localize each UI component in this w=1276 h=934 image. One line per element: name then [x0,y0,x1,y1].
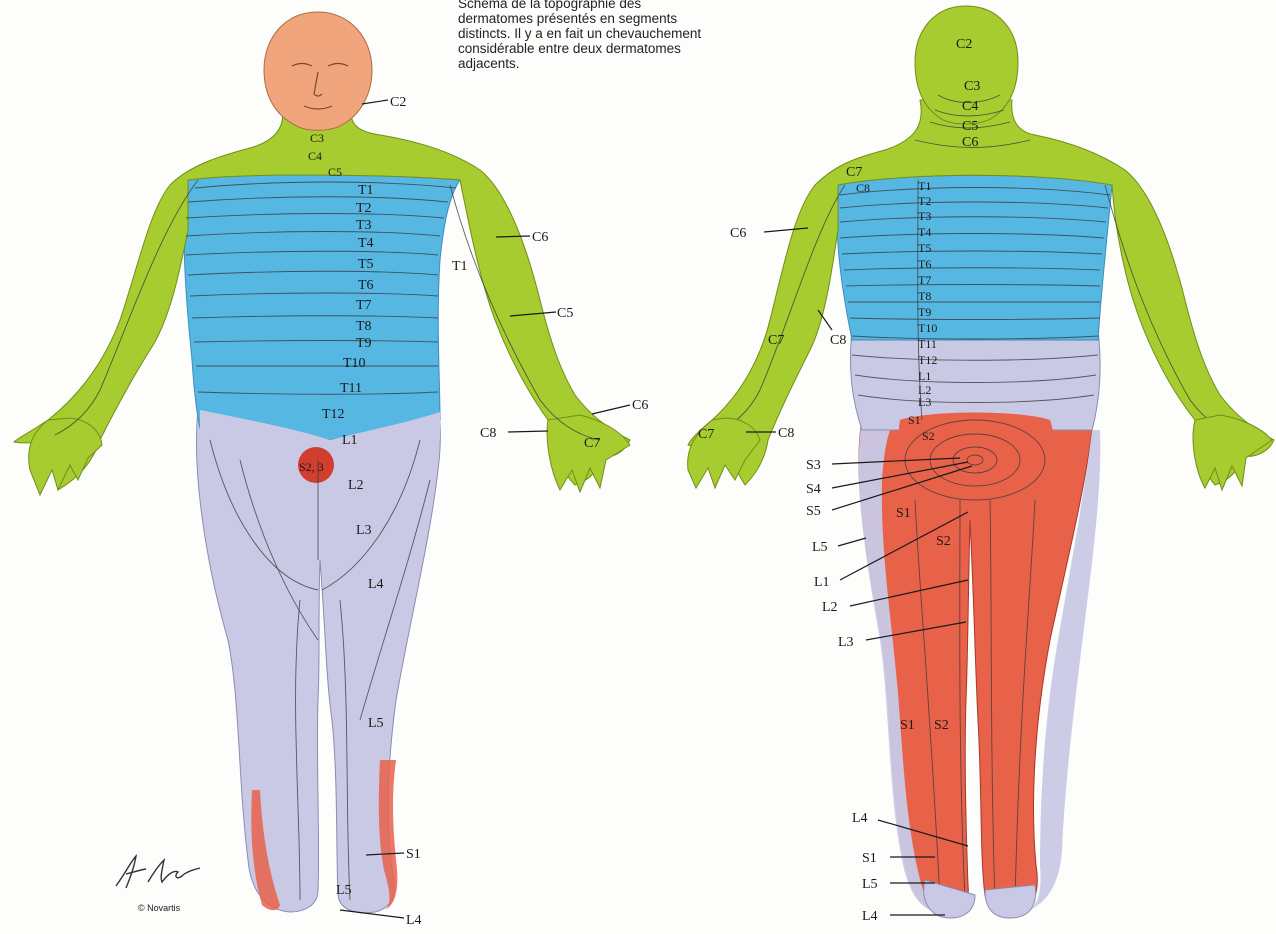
label-front-l1: L1 [342,433,358,448]
label-back-s5: S5 [806,504,821,519]
label-back-c6-arm: C6 [730,226,746,241]
label-front-c6-arm: C6 [532,230,548,245]
back-sacrum [898,413,1055,503]
label-back-l3-side: L3 [838,635,854,650]
label-back-t2: T2 [918,194,931,208]
label-back-l1-side: L1 [814,575,830,590]
front-head [264,12,372,130]
label-back-s2: S2 [922,429,935,443]
caption-line-1: Schéma de la topographie des [458,0,878,11]
label-back-t7: T7 [918,273,931,287]
label-back-t3: T3 [918,209,931,223]
label-front-t4: T4 [358,236,374,251]
label-back-s2-glut: S2 [936,534,951,549]
front-thorax [184,175,460,440]
label-front-c7: C7 [584,436,600,451]
label-front-t9: T9 [356,336,372,351]
copyright-notice: © Novartis [138,903,180,913]
label-back-c7-arm: C7 [768,333,784,348]
label-front-t12: T12 [322,407,345,422]
label-back-l5-side: L5 [812,540,828,555]
label-front-c2: C2 [390,95,406,110]
label-front-c5: C5 [328,165,342,179]
label-back-s4: S4 [806,482,821,497]
label-front-s1: S1 [406,847,421,862]
caption-line-3: distincts. Il y a en fait un chevaucheme… [458,26,878,41]
label-back-c8-arm: C8 [830,333,846,348]
artist-signature [112,852,204,892]
caption-line-4: considérable entre deux dermatomes [458,41,878,56]
label-front-t2: T2 [356,201,372,216]
label-back-t9: T9 [918,305,931,319]
label-front-l4: L4 [368,577,384,592]
label-back-s1: S1 [908,413,921,427]
label-front-l5: L5 [368,716,384,731]
label-back-c8: C8 [856,181,870,195]
label-back-t6: T6 [918,257,931,271]
label-back-s3: S3 [806,458,821,473]
caption-line-5: adjacents. [458,56,878,71]
label-back-c4: C4 [962,99,978,114]
label-back-l4-ankle: L4 [852,811,868,826]
caption: Schéma de la topographie des dermatomes … [458,0,878,71]
label-back-c2: C2 [956,37,972,52]
label-back-s1-ankle: S1 [862,851,877,866]
label-front-c8: C8 [480,426,496,441]
label-back-t5: T5 [918,241,931,255]
label-front-c3: C3 [310,131,324,145]
label-back-c7: C7 [846,165,862,180]
label-back-s1-leg: S1 [900,718,915,733]
back-thorax [837,175,1112,340]
label-back-c5: C5 [962,119,978,134]
label-front-c4: C4 [308,149,322,163]
label-back-l5-ankle: L5 [862,877,878,892]
label-front-t5: T5 [358,257,374,272]
label-front-t8: T8 [356,319,372,334]
label-back-s1-glut: S1 [896,506,911,521]
label-front-t6: T6 [358,278,374,293]
label-back-l3: L3 [918,395,931,409]
label-front-c6-hand: C6 [632,398,648,413]
label-front-s23: S2, 3 [299,460,324,474]
label-back-t4: T4 [918,225,931,239]
label-front-l4-foot: L4 [406,913,422,928]
label-back-c6: C6 [962,135,978,150]
label-front-l5-foot: L5 [336,883,352,898]
label-front-t1: T1 [358,183,374,198]
label-back-s2-leg: S2 [934,718,949,733]
label-back-l1: L1 [918,369,931,383]
label-front-c5-arm: C5 [557,306,573,321]
label-back-t8: T8 [918,289,931,303]
label-back-c8-hand: C8 [778,426,794,441]
label-back-t1: T1 [918,179,931,193]
caption-line-2: dermatomes présentés en segments [458,11,878,26]
label-front-t7: T7 [356,298,372,313]
label-front-l2: L2 [348,478,364,493]
label-back-l2-side: L2 [822,600,838,615]
label-back-c7-hand: C7 [698,427,714,442]
label-back-c3: C3 [964,79,980,94]
label-front-t11: T11 [340,381,362,396]
label-back-t12: T12 [918,353,937,367]
label-front-t1-arm: T1 [452,259,468,274]
label-front-t3: T3 [356,218,372,233]
label-back-t11: T11 [918,337,937,351]
back-body [688,6,1274,918]
label-front-t10: T10 [343,356,366,371]
label-back-l4-foot: L4 [862,909,878,924]
label-back-t10: T10 [918,321,937,335]
label-front-l3: L3 [356,523,372,538]
